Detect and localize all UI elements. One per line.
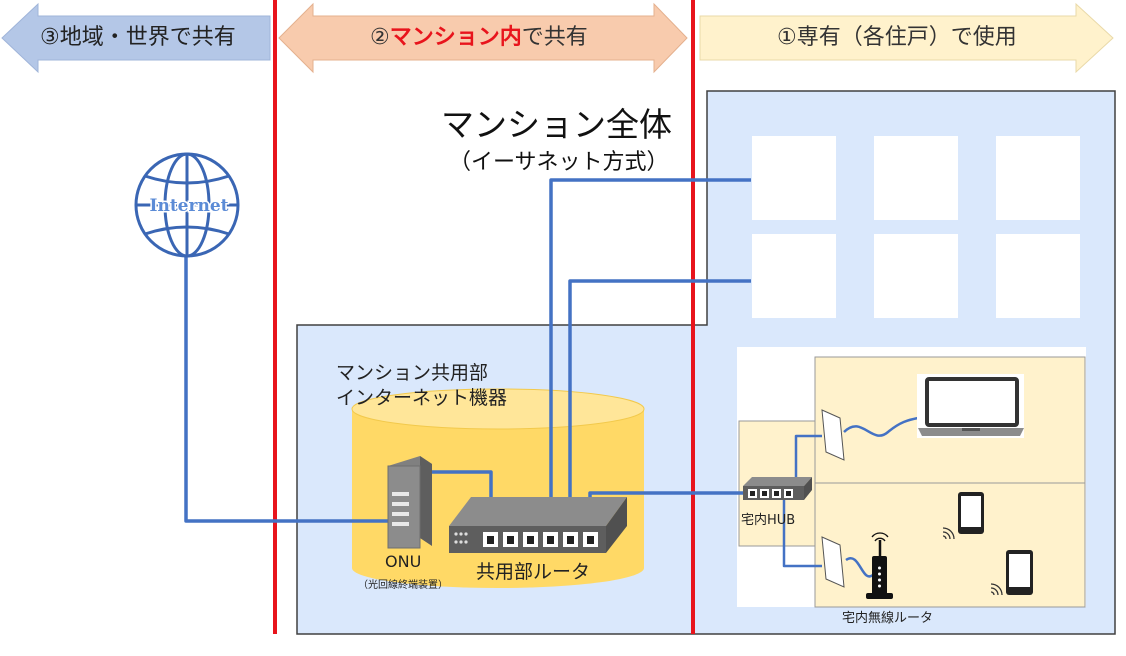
common-area-label-line1: マンション共用部 xyxy=(336,362,489,384)
cable-hub-to-lower-outlet xyxy=(782,500,822,568)
left-banner-arrow xyxy=(1,2,271,74)
wifi-signal-icon xyxy=(942,527,955,540)
internet-label: Internet xyxy=(150,196,229,216)
middle-banner-number: ② xyxy=(370,25,390,50)
cable-internet-to-onu xyxy=(184,256,388,523)
cable-outlet-to-wifi-router xyxy=(845,557,875,578)
common-router-icon xyxy=(449,497,627,553)
router-label: 共用部ルータ xyxy=(476,561,591,583)
hub-label: 宅内HUB xyxy=(741,513,796,528)
building-window xyxy=(874,234,958,318)
building-window xyxy=(752,234,836,318)
right-banner-label: ①専有（各住戸）で使用 xyxy=(777,25,1017,50)
tablet-icon xyxy=(958,492,984,534)
tablet-icon xyxy=(1006,550,1033,595)
cable-hub-to-upper-outlet xyxy=(794,434,822,482)
common-area-label-line2: インターネット機器 xyxy=(336,387,508,409)
building-window xyxy=(874,136,958,220)
left-banner-label: ③地域・世界で共有 xyxy=(40,25,236,50)
middle-banner-rest: で共有 xyxy=(521,25,588,50)
internet-globe-icon xyxy=(134,152,240,258)
building-title: マンション全体 xyxy=(441,105,672,144)
cable-outlet-to-laptop xyxy=(843,416,919,437)
home-hub-icon xyxy=(743,477,812,500)
laptop-icon xyxy=(917,374,1024,438)
building-window xyxy=(752,136,836,220)
onu-sublabel: （光回線終端装置） xyxy=(358,580,448,591)
building-window xyxy=(996,234,1080,318)
middle-banner-arrow xyxy=(278,2,688,74)
wifi-signal-icon xyxy=(990,583,1003,596)
cable-router-to-middle-unit xyxy=(568,279,751,540)
onu-device-icon xyxy=(387,456,432,549)
wireless-router-icon xyxy=(866,532,893,599)
unit-room-lower xyxy=(814,482,1086,608)
wall-outlet-lower xyxy=(821,536,845,588)
building-window xyxy=(996,136,1080,220)
cable-router-to-upper-unit xyxy=(549,178,751,540)
middle-banner-highlight: マンション内 xyxy=(389,25,522,50)
middle-banner-label: ②マンション内で共有 xyxy=(370,27,588,49)
building-subtitle: （イーサネット方式） xyxy=(449,150,669,175)
onu-label: ONU xyxy=(385,552,422,571)
wall-outlet-upper xyxy=(821,409,845,461)
wifi-router-label: 宅内無線ルータ xyxy=(842,611,934,626)
right-banner-arrow xyxy=(699,2,1114,74)
